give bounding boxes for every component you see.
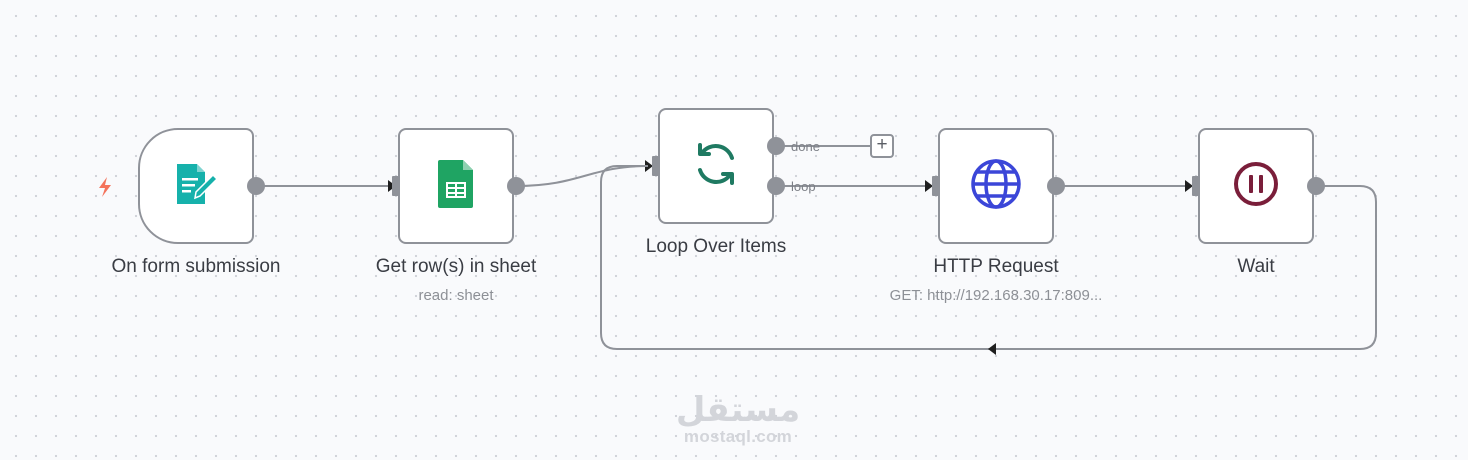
watermark-logo: مستقل <box>675 390 801 430</box>
node-subtitle-sheets: read: sheet <box>418 287 494 304</box>
node-title-http: HTTP Request <box>933 256 1059 277</box>
watermark-url: mostaql.com <box>683 427 793 446</box>
lightning-icon <box>96 176 114 203</box>
arrowhead-loop <box>645 160 653 172</box>
node-title-form: On form submission <box>111 256 281 277</box>
node-title-sheets: Get row(s) in sheet <box>375 256 537 277</box>
port-label-loop: loop <box>791 179 816 194</box>
refresh-icon <box>692 140 740 193</box>
node-subtitle-http: GET: http://192.168.30.17:809... <box>889 287 1103 304</box>
watermark: مستقل mostaql.com <box>668 392 808 446</box>
arrowhead-wait <box>1185 180 1193 192</box>
form-icon <box>172 161 220 212</box>
arrowhead-http <box>925 180 933 192</box>
node-title-wait: Wait <box>1237 256 1275 277</box>
google-sheets-icon <box>436 158 476 215</box>
node-loop-over-items[interactable] <box>658 108 774 224</box>
pause-icon <box>1232 160 1280 213</box>
port-label-done: done <box>791 139 820 154</box>
node-http-request[interactable] <box>938 128 1054 244</box>
arrowhead-return <box>988 343 996 355</box>
node-form-trigger[interactable] <box>138 128 254 244</box>
node-wait[interactable] <box>1198 128 1314 244</box>
node-title-loop: Loop Over Items <box>645 236 787 257</box>
connection-sheets-to-loop[interactable] <box>515 165 649 187</box>
globe-icon <box>970 158 1022 215</box>
node-google-sheets[interactable] <box>398 128 514 244</box>
add-node-button[interactable]: + <box>870 134 894 158</box>
